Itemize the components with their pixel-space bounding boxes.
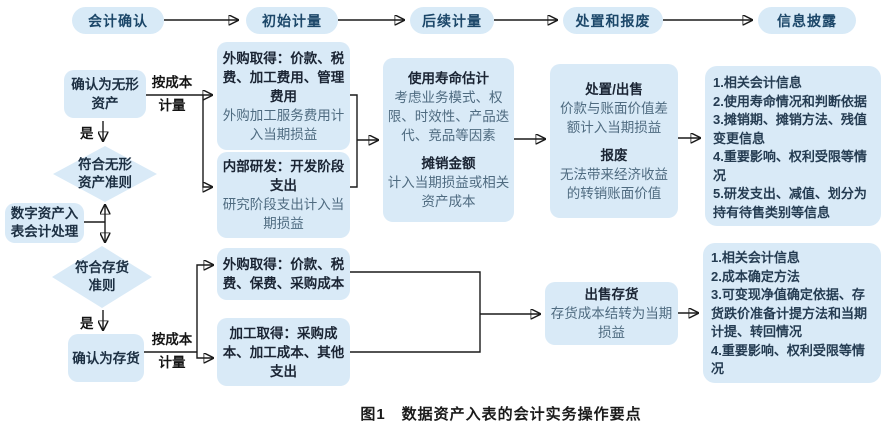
stage-accounting-recognition: 会计确认 <box>72 7 164 34</box>
amortization-note: 计入当期损益或相关资产成本 <box>387 175 510 209</box>
inventory-processing-box: 加工取得：采购成本、加工成本、其他支出 <box>217 318 350 386</box>
internal-rd-note: 研究阶段支出计入当期损益 <box>222 197 345 231</box>
stage-information-disclosure: 信息披露 <box>758 7 856 34</box>
root-box: 数字资产入 表会计处理 <box>5 203 84 243</box>
inventory-sale-note: 存货成本结转为当期损益 <box>550 306 673 340</box>
stage-label: 初始计量 <box>262 12 322 29</box>
root-line2: 表会计处理 <box>10 224 79 239</box>
recognize-inventory-label: 确认为存货 <box>72 350 140 366</box>
intangible-purchase-note: 外购加工服务费用计入当期损益 <box>222 107 345 142</box>
intangible-purchase-box: 外购取得：价款、税费、加工费用、管理费用 外购加工服务费用计入当期损益 <box>217 42 350 150</box>
stage-initial-measurement: 初始计量 <box>246 7 338 34</box>
cost-measure-top-line1: 按成本 <box>151 75 193 90</box>
disposal-title: 处置/出售 <box>585 81 643 97</box>
cost-measure-label-top: 按成本 计量 <box>146 71 198 117</box>
yes-label-top: 是 <box>80 122 94 142</box>
disclosure-item: 3.摊销期、摊销方法、残值变更信息 <box>713 112 867 146</box>
disclosure-item: 2.使用寿命情况和判断依据 <box>713 93 867 109</box>
disclosure-item: 3.可变现净值确定依据、存货跌价准备计提方法和当期计提、转回情况 <box>711 287 868 339</box>
yes-label-bottom: 是 <box>80 312 94 332</box>
recognize-inventory-box: 确认为存货 <box>68 334 144 382</box>
yes-text: 是 <box>80 126 94 141</box>
inventory-sale-title: 出售存货 <box>584 287 639 302</box>
arrow-cost-to-processing <box>196 352 213 358</box>
decision-intangible-line2: 资产准则 <box>78 175 132 190</box>
stage-label: 信息披露 <box>777 12 837 29</box>
internal-rd-title: 内部研发：开发阶段支出 <box>222 159 345 193</box>
bracket-inventory-merge <box>347 271 481 353</box>
stage-label: 后续计量 <box>422 12 482 29</box>
decision-inventory-text: 符合存货 准则 <box>54 253 150 301</box>
stage-label: 处置和报废 <box>575 12 651 29</box>
intangible-purchase-title: 外购取得：价款、税费、加工费用、管理费用 <box>222 50 345 104</box>
cost-measure-bottom-line2: 计量 <box>158 355 186 370</box>
disclosure-item: 5.研发支出、减值、划分为持有待售类别等信息 <box>713 186 867 220</box>
stage-subsequent-measurement: 后续计量 <box>410 7 494 34</box>
decision-inventory-line1: 符合存货 <box>75 260 129 275</box>
figure-caption: 图1 数据资产入表的会计实务操作要点 <box>301 403 701 424</box>
disclosure-inventory-box: 1.相关会计信息 2.成本确定方法 3.可变现净值确定依据、存货跌价准备计提方法… <box>703 243 881 383</box>
decision-inventory-line2: 准则 <box>88 278 116 293</box>
disclosure-item: 4.重要影响、权利受限等情况 <box>713 149 867 183</box>
cost-measure-bottom-line1: 按成本 <box>151 332 193 347</box>
figure-caption-text: 图1 数据资产入表的会计实务操作要点 <box>360 406 642 423</box>
stage-label: 会计确认 <box>88 12 148 29</box>
useful-life-box: 使用寿命估计 考虑业务模式、权限、时效性、产品迭代、竞品等因素 摊销金额 计入当… <box>383 58 514 222</box>
inventory-purchase-title: 外购取得：价款、税费、保费、采购成本 <box>222 257 345 291</box>
useful-life-note: 考虑业务模式、权限、时效性、产品迭代、竞品等因素 <box>387 90 510 143</box>
disclosure-item: 1.相关会计信息 <box>713 75 802 90</box>
arrow-cost-to-inv-purchase <box>196 265 213 352</box>
disposal-box: 处置/出售 价款与账面价值差额计入当期损益 报废 无法带来经济收益的转销账面价值 <box>550 64 678 218</box>
inventory-processing-title: 加工取得：采购成本、加工成本、其他支出 <box>222 325 345 379</box>
disclosure-item: 2.成本确定方法 <box>711 268 800 284</box>
cost-measure-top-line2: 计量 <box>158 98 186 113</box>
recognize-intangible-line2: 资产 <box>91 96 119 111</box>
amortization-title: 摊销金额 <box>421 156 476 171</box>
scrap-note: 无法带来经济收益的转销账面价值 <box>560 166 668 201</box>
disposal-note: 价款与账面价值差额计入当期损益 <box>560 100 668 135</box>
inventory-purchase-box: 外购取得：价款、税费、保费、采购成本 <box>217 248 350 300</box>
decision-intangible-text: 符合无形 资产准则 <box>57 150 153 198</box>
disclosure-item: 4.重要影响、权利受限等情况 <box>711 342 865 377</box>
internal-rd-box: 内部研发：开发阶段支出 研究阶段支出计入当期损益 <box>217 152 350 238</box>
scrap-title: 报废 <box>600 147 628 163</box>
cost-measure-label-bottom: 按成本 计量 <box>146 328 198 374</box>
recognize-intangible-box: 确认为无形 资产 <box>64 70 146 118</box>
recognize-intangible-line1: 确认为无形 <box>71 77 139 92</box>
decision-intangible-line1: 符合无形 <box>78 157 132 172</box>
inventory-sale-box: 出售存货 存货成本结转为当期损益 <box>545 282 678 345</box>
disclosure-item: 1.相关会计信息 <box>711 250 800 265</box>
arrow-cost-to-rd <box>202 95 212 187</box>
root-line1: 数字资产入 <box>10 206 79 221</box>
yes-text: 是 <box>80 316 94 331</box>
stage-disposal-scrap: 处置和报废 <box>563 7 663 34</box>
disclosure-intangible-box: 1.相关会计信息 2.使用寿命情况和判断依据 3.摊销期、摊销方法、残值变更信息… <box>705 66 881 226</box>
useful-life-title: 使用寿命估计 <box>408 71 489 86</box>
